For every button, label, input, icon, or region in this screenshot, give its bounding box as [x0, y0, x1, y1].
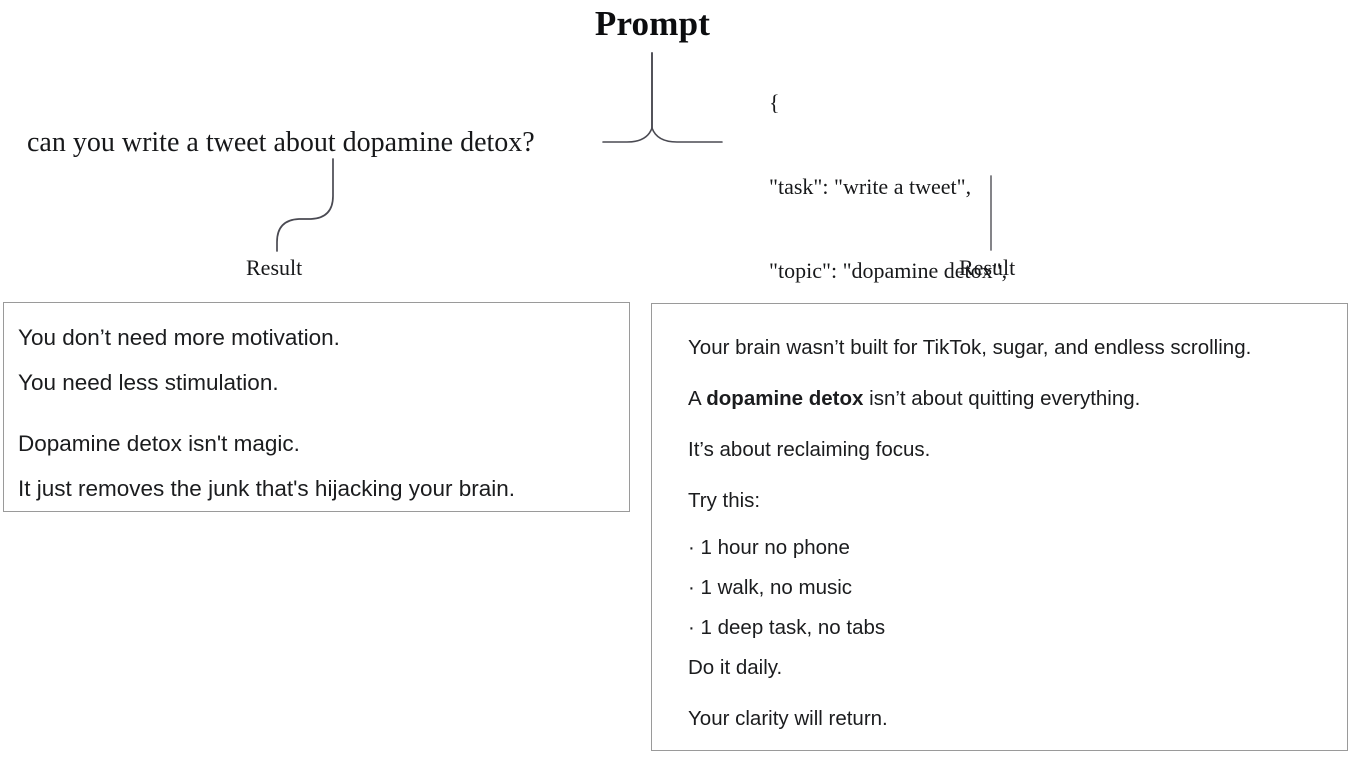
- result-right-line-1: Your brain wasn’t built for TikTok, suga…: [688, 336, 1252, 359]
- result-right-line-3: It’s about reclaiming focus.: [688, 438, 931, 461]
- result-label-right: Result: [959, 255, 1016, 280]
- result-right-text: Your brain wasn’t built for TikTok, suga…: [688, 328, 1329, 739]
- result-box-right: Your brain wasn’t built for TikTok, suga…: [651, 303, 1348, 751]
- result-right-line-2-prefix: A: [688, 387, 707, 410]
- json-line-task: "task": "write a tweet",: [769, 174, 972, 199]
- prompt-brace-connector: [602, 52, 723, 143]
- result-left-blank-line: [18, 405, 615, 421]
- result-right-bullet-3: · 1 deep task, no tabs: [688, 616, 886, 639]
- json-line-open: {: [769, 90, 780, 115]
- result-left-text: You don’t need more motivation. You need…: [18, 315, 615, 511]
- json-line-topic: "topic": "dopamine detox",: [769, 258, 1008, 283]
- left-result-connector: [276, 158, 334, 252]
- result-box-left: You don’t need more motivation. You need…: [3, 302, 630, 512]
- result-left-line-4: It just removes the junk that's hijackin…: [18, 476, 516, 501]
- result-left-line-1: You don’t need more motivation.: [18, 325, 340, 350]
- result-right-line-2-bold: dopamine detox: [706, 387, 864, 410]
- result-right-line-2: A dopamine detox isn’t about quitting ev…: [688, 379, 1329, 419]
- result-right-bullet-2: · 1 walk, no music: [688, 576, 853, 599]
- result-right-line-5: Do it daily.: [688, 656, 783, 679]
- result-left-line-3: Dopamine detox isn't magic.: [18, 431, 300, 456]
- result-right-line-6: Your clarity will return.: [688, 707, 888, 730]
- result-label-left: Result: [246, 255, 303, 280]
- result-right-bullet-1: · 1 hour no phone: [688, 536, 850, 559]
- result-right-line-4: Try this:: [688, 489, 761, 512]
- page-title: Prompt: [594, 4, 711, 43]
- result-left-line-2: You need less stimulation.: [18, 370, 279, 395]
- result-right-line-2-suffix: isn’t about quitting everything.: [863, 387, 1141, 410]
- user-question-text: can you write a tweet about dopamine det…: [27, 127, 535, 158]
